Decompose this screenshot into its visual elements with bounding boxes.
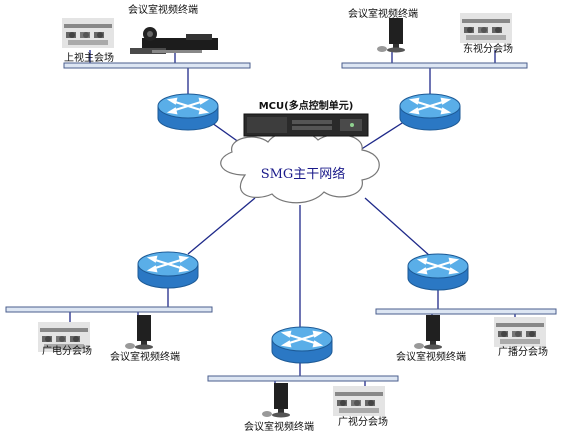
terminal-label-guangshi: 会议室视频终端 [244,420,314,433]
conference-room-photo [460,13,512,43]
link-cloud-router-right [364,197,431,257]
site-label-dongshi: 东视分会场 [463,42,513,55]
hdx-codec-icon [130,27,218,54]
segment-bar-right [375,308,557,315]
router-icon [136,250,200,290]
site-label-shangshi: 上视主会场 [64,51,114,64]
site-label-guangdian: 广电分会场 [42,344,92,357]
router-icon [156,92,220,132]
conference-room-photo [333,386,385,416]
mcu-device-icon [243,113,369,137]
segment-bar-top-left [63,62,251,69]
video-terminal-icon [125,315,153,350]
segment-bar-left [5,306,213,313]
terminal-label-shangshi: 会议室视频终端 [128,3,198,16]
terminal-label-guangdian: 会议室视频终端 [110,350,180,363]
network-segments [5,62,557,382]
conference-room-photo [62,18,114,48]
cloud-icon [220,130,380,204]
conference-room-photo [494,317,546,347]
router-icon [398,92,462,132]
segment-bar-top-right [341,62,528,69]
router-icon [406,252,470,292]
terminal-label-dongshi: 会议室视频终端 [348,7,418,20]
site-label-guangshi: 广视分会场 [338,415,388,428]
video-terminal-icon [414,315,442,350]
link-router-tr-cloud [359,117,411,151]
segment-bar-bottom [207,375,399,382]
site-label-guangbo: 广播分会场 [498,345,548,358]
router-icon [270,325,334,365]
mcu-label: MCU(多点控制单元) [259,99,354,112]
terminal-label-guangbo: 会议室视频终端 [396,350,466,363]
video-terminal-icon [377,18,405,53]
video-terminal-icon [262,383,290,418]
link-cloud-router-left [187,197,256,255]
cloud-label: SMG主干网络 [261,166,346,182]
